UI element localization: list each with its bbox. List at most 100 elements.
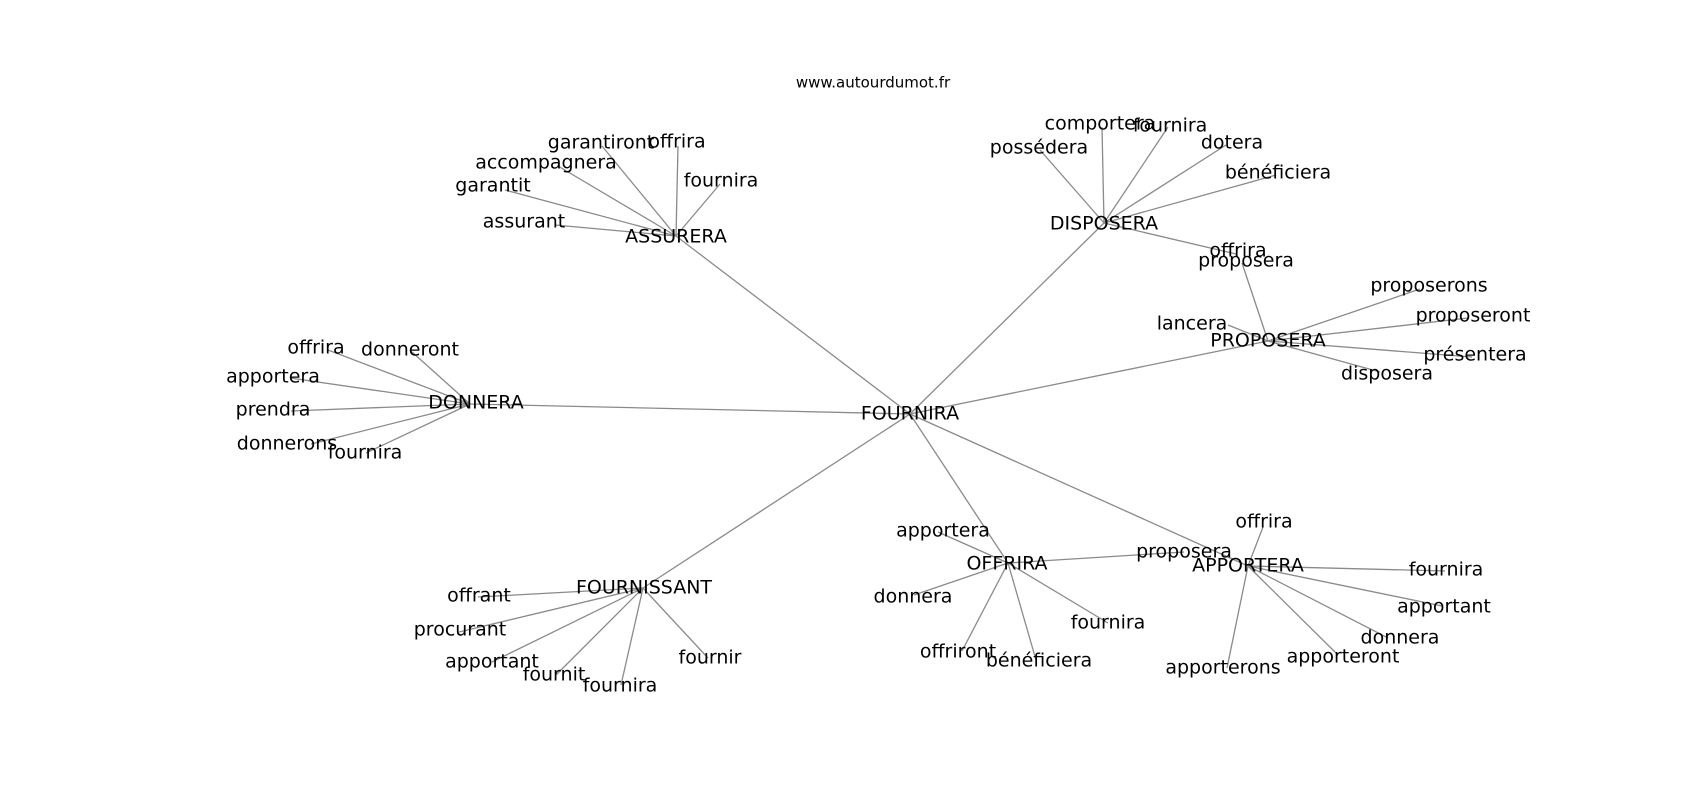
edge-root-offrira (909, 413, 1009, 564)
edge-disposera-0 (1039, 149, 1105, 224)
word-node[interactable]: fournira (1071, 612, 1146, 634)
edge-donnera-5 (365, 403, 471, 454)
word-node[interactable]: présentera (1423, 344, 1526, 366)
word-node[interactable]: apportant (445, 651, 539, 673)
edge-apportera-3 (1247, 565, 1389, 639)
edge-offrira-5 (1007, 551, 1185, 564)
word-node[interactable]: offrira (1235, 511, 1292, 533)
edge-proposera-4 (1267, 340, 1473, 358)
word-node[interactable]: lancera (1157, 313, 1228, 335)
edge-apportera-4 (1247, 565, 1339, 656)
edge-offrira-2 (961, 562, 1009, 652)
edge-disposera-3 (1103, 144, 1227, 224)
word-node[interactable]: fournira (1133, 115, 1208, 137)
edge-fournissant-4 (620, 587, 644, 686)
edge-donnera-2 (289, 377, 471, 405)
word-node[interactable]: proposerons (1370, 275, 1487, 297)
edge-proposera-5 (1267, 340, 1381, 373)
edge-disposera-4 (1103, 174, 1277, 224)
edge-proposera-1 (1227, 324, 1269, 342)
edge-proposera-3 (1267, 317, 1469, 342)
word-node[interactable]: donneront (361, 339, 459, 361)
edge-disposera-2 (1103, 126, 1169, 224)
edge-donnera-0 (327, 349, 471, 405)
edge-offrira-0 (937, 531, 1009, 564)
word-node[interactable]: fournira (684, 170, 759, 192)
edge-root-assurera (675, 235, 911, 415)
edge-assurera-5 (675, 183, 721, 237)
edge-assurera-4 (675, 145, 679, 237)
word-node[interactable]: dotera (1201, 132, 1263, 154)
edge-fournissant-1 (458, 587, 644, 633)
word-node[interactable]: bénéficiera (986, 650, 1092, 672)
word-node[interactable]: fournira (583, 675, 658, 697)
edge-offrira-1 (913, 562, 1009, 596)
word-node[interactable]: offrira (648, 131, 705, 153)
hub-node-assurera[interactable]: ASSURERA (625, 226, 727, 248)
word-node[interactable]: apporteront (1287, 646, 1400, 668)
word-node[interactable]: disposera (1341, 363, 1433, 385)
word-node[interactable]: garantit (455, 175, 530, 197)
edge-donnera-1 (411, 351, 471, 405)
edge-assurera-3 (601, 145, 677, 237)
word-node[interactable]: proposera (1136, 541, 1232, 563)
word-node[interactable]: offrira (287, 337, 344, 359)
word-node[interactable]: fournit (523, 664, 586, 686)
word-node[interactable]: donnera (1361, 627, 1440, 649)
word-node[interactable]: offrira (1209, 240, 1266, 262)
word-node[interactable]: accompagnera (475, 152, 617, 174)
edge-apportera-2 (1247, 565, 1443, 607)
edge-fournissant-2 (491, 587, 644, 663)
edge-donnera-3 (290, 403, 471, 412)
edge-assurera-0 (554, 224, 677, 237)
edge-apportera-0 (1247, 526, 1264, 567)
edge-disposera-1 (1101, 126, 1105, 224)
edge-assurera-1 (504, 189, 677, 237)
hub-node-disposera[interactable]: DISPOSERA (1050, 213, 1158, 235)
edge-disposera-5 (1103, 222, 1237, 255)
word-node[interactable]: proposeront (1416, 305, 1531, 327)
edge-apportera-1 (1247, 565, 1446, 572)
word-node[interactable]: donnera (874, 586, 953, 608)
word-node[interactable]: assurant (483, 211, 565, 233)
word-node[interactable]: apporterons (1165, 657, 1280, 679)
edge-offrira-4 (1007, 562, 1109, 624)
graph-edges (289, 126, 1473, 686)
hub-node-proposera[interactable]: PROPOSERA (1210, 330, 1326, 352)
source-label: www.autourdumot.fr (796, 74, 951, 92)
edge-offrira-3 (1007, 562, 1037, 661)
edge-root-proposera (909, 340, 1269, 415)
edge-fournissant-5 (642, 587, 709, 659)
word-node[interactable]: garantiront (548, 132, 654, 154)
hub-node-apportera[interactable]: APPORTERA (1192, 555, 1304, 577)
edge-apportera-5 (1226, 565, 1249, 669)
word-node[interactable]: fournira (1409, 559, 1484, 581)
word-node[interactable]: possédera (990, 137, 1088, 159)
word-node[interactable]: fournir (679, 647, 742, 669)
word-node[interactable]: offrant (447, 585, 511, 607)
root-word-node[interactable]: FOURNIRA (861, 403, 959, 425)
hub-node-fournissant[interactable]: FOURNISSANT (576, 577, 712, 599)
word-node[interactable]: prendra (236, 399, 311, 421)
edge-proposera-2 (1267, 288, 1421, 342)
word-node[interactable]: apportera (896, 520, 990, 542)
word-node[interactable]: donnerons (237, 433, 337, 455)
edge-root-donnera (469, 403, 911, 415)
edge-fournissant-0 (477, 587, 644, 598)
word-node[interactable]: offriront (920, 641, 996, 663)
edge-proposera-0 (1241, 262, 1269, 342)
word-node[interactable]: apportant (1397, 596, 1491, 618)
word-node[interactable]: fournira (328, 442, 403, 464)
graph-labels: FOURNIRA ASSURERA assurant garantitaccompag… (226, 113, 1530, 697)
word-node[interactable]: procurant (414, 619, 507, 641)
edge-root-disposera (909, 222, 1105, 415)
word-node[interactable]: apportera (226, 366, 320, 388)
edge-donnera-4 (310, 403, 471, 445)
hub-node-offrira[interactable]: OFFRIRA (966, 553, 1047, 575)
word-node[interactable]: comportera (1045, 113, 1156, 135)
word-node[interactable]: proposera (1198, 250, 1294, 272)
hub-node-donnera[interactable]: DONNERA (428, 392, 523, 414)
word-node[interactable]: bénéficiera (1225, 162, 1331, 184)
edge-assurera-2 (557, 165, 677, 237)
